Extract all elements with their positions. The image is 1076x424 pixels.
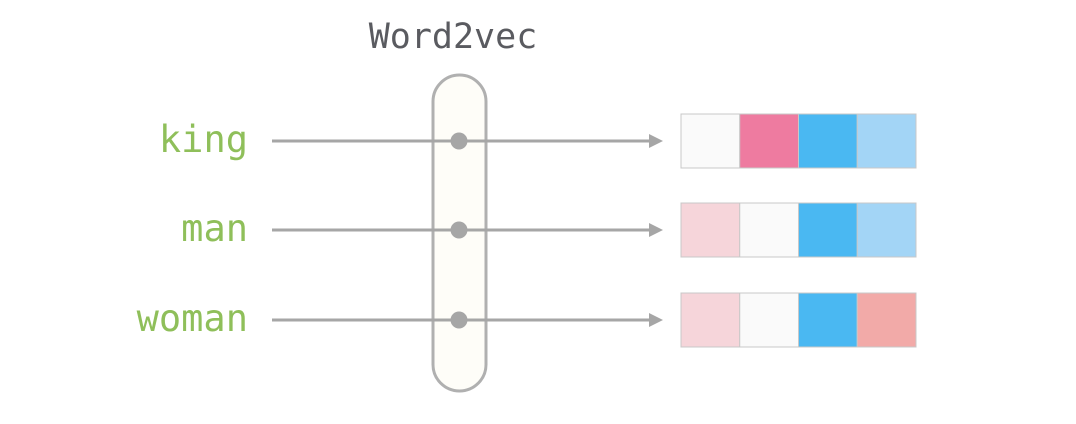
- vector-cell: [798, 292, 858, 348]
- vector-cell: [739, 202, 799, 258]
- word-label-woman: woman: [137, 297, 248, 340]
- vector-man: [680, 202, 917, 258]
- vector-cell: [856, 202, 917, 258]
- vector-cell: [739, 113, 799, 169]
- word-label-king: king: [159, 118, 248, 161]
- word-row-man: man: [181, 202, 917, 258]
- vector-cell: [680, 292, 741, 348]
- vector-cell: [680, 113, 741, 169]
- vector-cell: [798, 113, 858, 169]
- vector-cell: [680, 202, 741, 258]
- arrow-head-icon: [649, 313, 663, 327]
- arrow-head-icon: [649, 134, 663, 148]
- diagram-title: Word2vec: [369, 17, 538, 57]
- embedding-dot-man: [450, 221, 468, 239]
- word-rows: king man woman: [137, 113, 917, 348]
- embedding-dot-king: [450, 132, 468, 150]
- vector-cell: [739, 292, 799, 348]
- vector-cell: [856, 292, 917, 348]
- vector-cell: [856, 113, 917, 169]
- arrow-head-icon: [649, 223, 663, 237]
- word-row-woman: woman: [137, 292, 917, 348]
- embedding-dot-woman: [450, 311, 468, 329]
- vector-woman: [680, 292, 917, 348]
- vector-cell: [798, 202, 858, 258]
- vector-king: [680, 113, 917, 169]
- word-label-man: man: [181, 207, 248, 250]
- word-row-king: king: [159, 113, 917, 169]
